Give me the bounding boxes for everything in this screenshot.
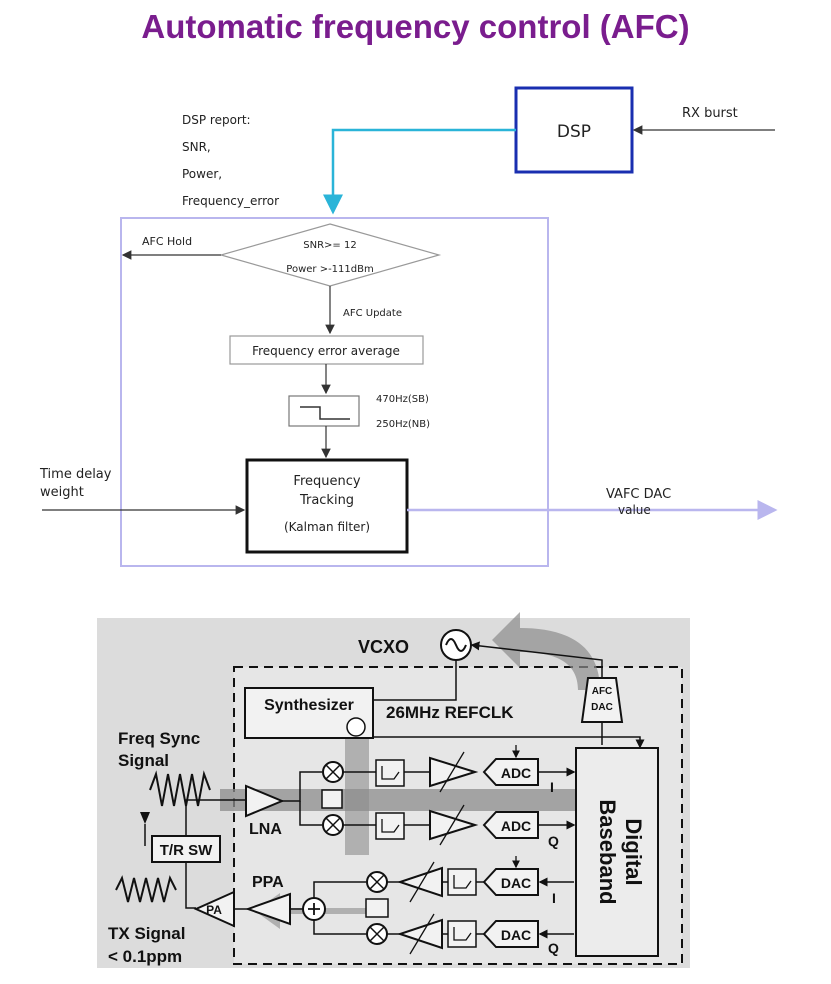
rx-i-filter-icon (381, 766, 400, 780)
afc-feedback-arrow (492, 612, 600, 690)
vafc-line-1: VAFC DAC (606, 487, 671, 502)
rx-i-vga-control (439, 751, 465, 793)
ppa-label: PPA (252, 874, 284, 891)
vcxo-label: VCXO (358, 637, 409, 657)
mixer-tx-i-cross (369, 874, 385, 890)
rx-signal-arrow (220, 774, 628, 826)
dsp-box (514, 86, 634, 174)
tx-q-dac-label: DAC (501, 927, 531, 943)
rx-i-filter (375, 759, 405, 787)
filter-nb-label: 250Hz(NB) (376, 419, 430, 430)
afc-hold-label: AFC Hold (142, 235, 192, 248)
flow-frame (120, 217, 549, 567)
afc-flowchart: DSP RX burst DSP report: SNR, Power, Fre… (39, 86, 778, 567)
tx-waveform-icon (115, 875, 177, 903)
lna-q-branch (299, 801, 322, 826)
synth-oscillator-icon (346, 717, 366, 737)
lowpass-filter-box (288, 395, 360, 427)
vcxo-to-synth-line (372, 660, 457, 701)
lna-i-branch (282, 771, 322, 802)
freq-error-average-box (229, 335, 424, 365)
time-delay-line-2: weight (40, 485, 84, 500)
rx-q-adc-label: ADC (501, 818, 531, 834)
tx-i-to-summer (313, 881, 366, 898)
tx-i-vga (396, 866, 443, 898)
tx-q-to-summer (313, 920, 366, 935)
rx-q-vga-control (439, 804, 465, 846)
digital-baseband-line-2: Baseband (595, 799, 620, 904)
freq-error-average-label: Frequency error average (252, 344, 400, 358)
freq-sync-line-2: Signal (118, 751, 169, 770)
pa-label: PA (206, 903, 222, 917)
sine-wave-icon (445, 638, 467, 652)
refclk-distribution-line (372, 736, 645, 749)
rx-q-filter-icon (381, 819, 400, 833)
frequency-tracking-box (245, 458, 409, 554)
transceiver-diagram: VCXO Synthesizer 26MHz REFCLK AFC DAC Di… (97, 612, 690, 968)
time-delay-line-1: Time delay (39, 467, 112, 482)
rx-i-adc-label: ADC (501, 765, 531, 781)
tx-q-vga-control (409, 913, 435, 955)
synthesizer-label: Synthesizer (264, 697, 354, 714)
afc-dac-block (580, 677, 624, 723)
phase-splitter-rx (321, 789, 343, 809)
afc-update-label: AFC Update (343, 308, 402, 319)
tx-i-label: I (552, 890, 556, 906)
tx-q-filter-icon (453, 927, 472, 941)
filter-sb-label: 470Hz(SB) (376, 394, 429, 405)
mixer-rx-q-cross (325, 817, 341, 833)
freq-sync-line-1: Freq Sync (118, 729, 200, 748)
mixer-tx-q-cross (369, 926, 385, 942)
condition-snr: SNR>= 12 (303, 240, 356, 251)
rx-i-label: I (550, 779, 554, 795)
tx-signal-line-2: < 0.1ppm (108, 947, 182, 966)
afc-dac-line-2: DAC (591, 702, 613, 713)
digital-baseband-line-1: Digital (621, 818, 646, 885)
rx-waveform-icon (149, 770, 211, 807)
decision-diamond (218, 223, 442, 287)
rx-path-line (185, 799, 246, 836)
rx-burst-label: RX burst (682, 106, 738, 121)
lna-amplifier (245, 784, 285, 818)
digital-baseband-box (575, 747, 659, 957)
refclk-label: 26MHz REFCLK (386, 703, 514, 722)
tx-path-line (185, 862, 196, 909)
tx-q-label: Q (548, 940, 559, 956)
vafc-line-2: value (618, 503, 651, 517)
lowpass-filter-icon (300, 406, 350, 420)
page-title: Automatic frequency control (AFC) (141, 8, 690, 45)
tr-switch-label: T/R SW (160, 842, 213, 859)
tx-signal-line-1: TX Signal (108, 924, 185, 943)
dsp-report-line-3: Power, (182, 167, 222, 181)
dsp-report-line-2: SNR, (182, 140, 211, 154)
rx-q-label: Q (548, 833, 559, 849)
lna-label: LNA (249, 821, 282, 838)
mixer-rx-i-cross (325, 764, 341, 780)
tx-i-filter (447, 868, 477, 896)
tx-i-vga-control (409, 861, 435, 903)
phase-splitter-tx (365, 898, 389, 918)
tx-q-dac (482, 920, 539, 948)
tx-q-vga (396, 918, 443, 950)
tx-i-dac (482, 868, 539, 896)
dsp-report-line-1: DSP report: (182, 113, 251, 127)
tracking-line-2: Tracking (299, 493, 354, 508)
dsp-label: DSP (557, 122, 591, 142)
rx-q-filter (375, 812, 405, 840)
tx-q-filter (447, 920, 477, 948)
tx-i-dac-label: DAC (501, 875, 531, 891)
tracking-line-1: Frequency (293, 474, 360, 489)
antenna-icon (140, 812, 150, 824)
dsp-report-link (323, 128, 516, 215)
dsp-report-line-4: Frequency_error (182, 194, 279, 208)
condition-power: Power >-111dBm (286, 264, 373, 275)
afc-dac-line-1: AFC (592, 686, 613, 697)
tx-i-filter-icon (453, 875, 472, 889)
tx-summer-plus (308, 903, 320, 915)
tracking-line-3: (Kalman filter) (284, 520, 370, 534)
